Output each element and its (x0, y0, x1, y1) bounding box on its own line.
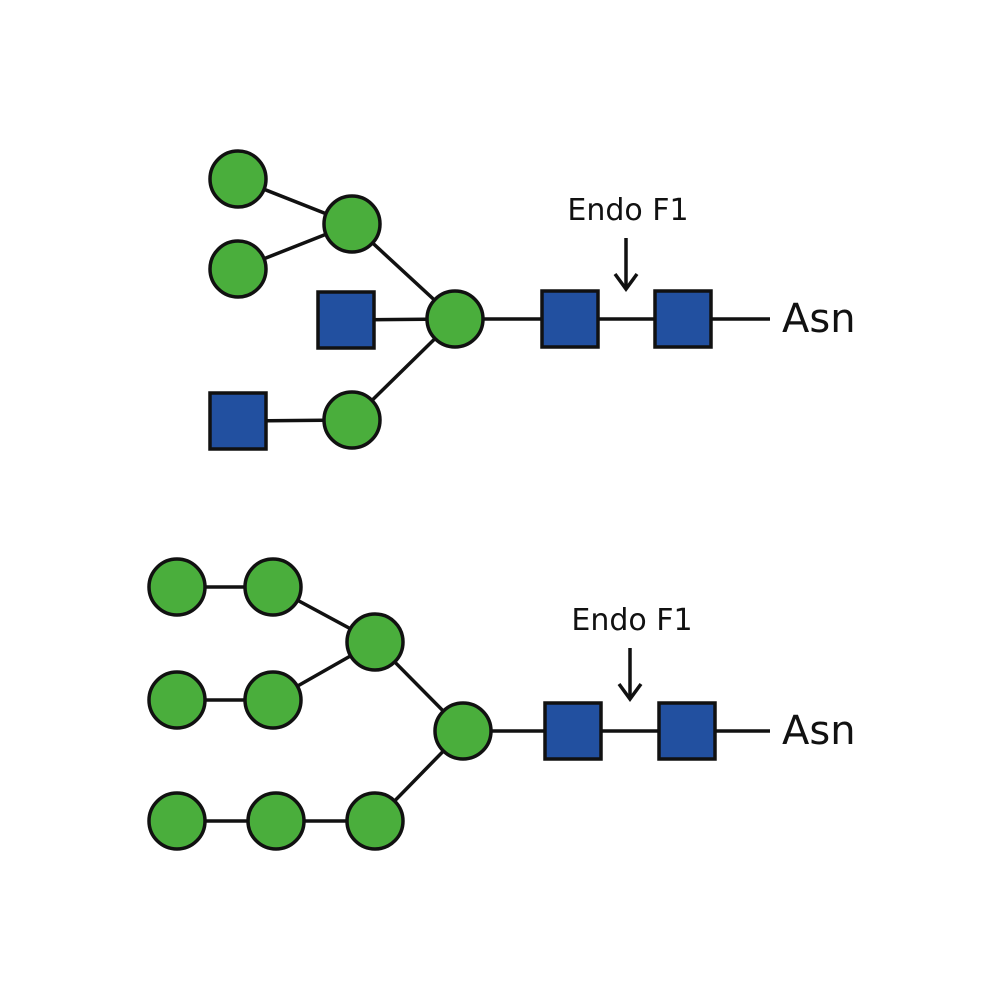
mannose-circle (345, 612, 405, 672)
glcnac-square (208, 391, 268, 451)
core-glcnac-square (543, 701, 603, 761)
mannose-circle (345, 791, 405, 851)
glycan-1: Endo F1 Asn (208, 149, 856, 451)
glcnac-square (316, 290, 376, 350)
asparagine-label: Asn (782, 296, 856, 342)
mannose-circle (243, 557, 303, 617)
mannose-circle (147, 670, 207, 730)
mannose-circle (322, 390, 382, 450)
mannose-circle (208, 239, 268, 299)
enzyme-label: Endo F1 (567, 193, 688, 228)
cleavage-arrow (617, 648, 643, 702)
asparagine-label: Asn (782, 708, 856, 754)
mannose-circle (147, 791, 207, 851)
mannose-circle (246, 791, 306, 851)
mannose-circle (322, 194, 382, 254)
mannose-circle (147, 557, 207, 617)
branching-mannose-circle (425, 289, 485, 349)
mannose-circle (208, 149, 268, 209)
cleavage-arrow (613, 238, 639, 292)
enzyme-label: Endo F1 (571, 603, 692, 638)
reducing-glcnac-square (657, 701, 717, 761)
glycan-2: Endo F1 Asn (147, 557, 856, 851)
mannose-circle (243, 670, 303, 730)
branching-mannose-circle (433, 701, 493, 761)
reducing-glcnac-square (653, 289, 713, 349)
core-glcnac-square (540, 289, 600, 349)
